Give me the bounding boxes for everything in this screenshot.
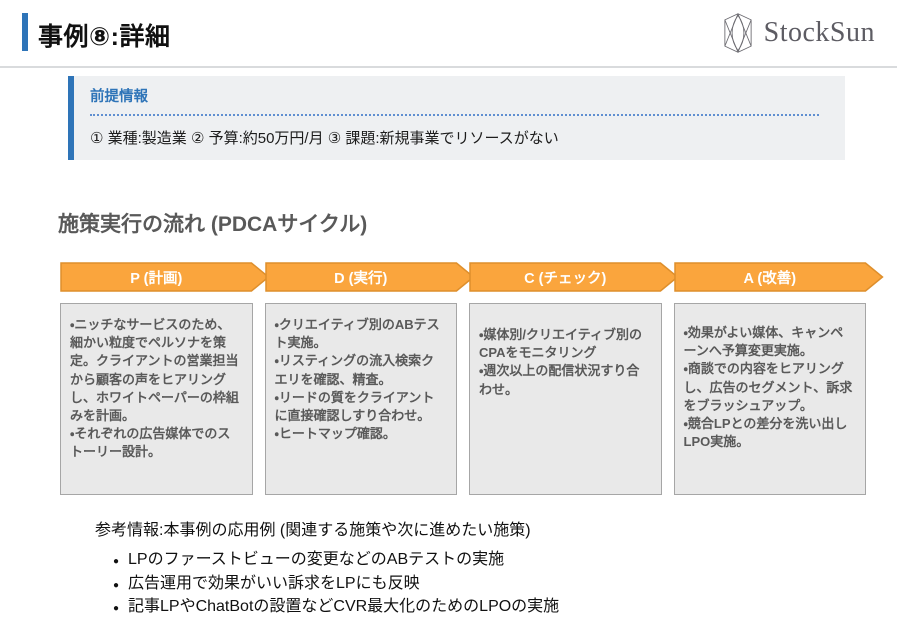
pdca-column-plan: P (計画) ・ニッチなサービスのため、細かい粒度でペルソナを策定。クライアント… [60, 262, 270, 495]
pdca-item: ・媒体別/クリエイティブ別のCPAをモニタリング [479, 327, 642, 361]
reference-item-text: LPのファーストビューの変更などのABテストの実施 [128, 551, 505, 568]
stocksun-gem-icon [722, 12, 754, 54]
arrow-shape-plan [60, 262, 270, 292]
arrow-shape-act [673, 262, 884, 292]
pdca-box-act: ・効果がよい媒体、キャンペーンへ予算変更実施。 ・商談での内容をヒアリングし、広… [673, 303, 866, 495]
premise-info-panel: 前提情報 ① 業種:製造業 ② 予算:約50万円/月 ③ 課題:新規事業でリソー… [68, 76, 845, 160]
premise-body: ① 業種:製造業 ② 予算:約50万円/月 ③ 課題:新規事業でリソースがない [90, 130, 559, 147]
pdca-item: ・リスティングの流入検索クエリを確認、精査。 [274, 353, 435, 387]
arrow-shape-check [469, 262, 679, 292]
pdca-stage-label-act: A (改善) [743, 270, 797, 287]
logo-wordmark: StockSun [763, 17, 875, 48]
pdca-box-plan: ・ニッチなサービスのため、細かい粒度でペルソナを策定。クライアントの営業担当から… [60, 303, 253, 495]
pdca-item: ・それぞれの広告媒体でのストーリー設計。 [70, 426, 231, 460]
pdca-column-act: A (改善) ・効果がよい媒体、キャンペーンへ予算変更実施。 ・商談での内容をヒ… [673, 262, 884, 495]
section-heading: 施策実行の流れ (PDCAサイクル) [58, 213, 368, 236]
pdca-item: ・リードの質をクライアントに直接確認しすり合わせ。 [274, 389, 435, 423]
pdca-column-check: C (チェック) ・媒体別/クリエイティブ別のCPAをモニタリング ・週次以上の… [469, 262, 679, 495]
stocksun-logo: StockSun [722, 12, 875, 54]
pdca-box-check: ・媒体別/クリエイティブ別のCPAをモニタリング ・週次以上の配信状況すり合わせ… [469, 303, 662, 495]
title-accent-bar [22, 13, 28, 51]
arrow-shape-do [264, 262, 475, 292]
premise-label: 前提情報 [90, 89, 148, 105]
pdca-item: ・クリエイティブ別のABテスト実施。 [274, 317, 440, 351]
page-title: 事例⑧:詳細 [38, 23, 171, 51]
reference-item-text: 広告運用で効果がいい訴求をLPにも反映 [128, 574, 420, 592]
bullet-icon: ● [113, 603, 120, 614]
pdca-item: ・商談での内容をヒアリングし、広告のセグメント、訴求をブラッシュアップ。 [683, 361, 853, 413]
pdca-item: ・ヒートマップ確認。 [274, 426, 396, 442]
reference-section: 参考情報:本事例の応用例 (関連する施策や次に進めたい施策) ● LPのファース… [95, 516, 815, 616]
pdca-item: ・ニッチなサービスのため、細かい粒度でペルソナを策定。クライアントの営業担当から… [70, 317, 239, 423]
bullet-icon: ● [113, 579, 120, 591]
list-item: ● 記事LPやChatBotの設置などCVR最大化のためのLPOの実施 [95, 592, 815, 616]
bullet-icon: ● [113, 556, 120, 567]
header-divider [0, 66, 897, 68]
pdca-stage-label-plan: P (計画) [130, 270, 183, 287]
dotted-divider [90, 114, 819, 116]
reference-list: ● LPのファーストビューの変更などのABテストの実施 ● 広告運用で効果がいい… [95, 545, 815, 616]
reference-item-text: 記事LPやChatBotの設置などCVR最大化のためのLPOの実施 [128, 598, 560, 615]
pdca-stage-label-do: D (実行) [334, 270, 388, 287]
pdca-column-do: D (実行) ・クリエイティブ別のABテスト実施。 ・リスティングの流入検索クエ… [264, 262, 475, 495]
pdca-flow: P (計画) ・ニッチなサービスのため、細かい粒度でペルソナを策定。クライアント… [60, 262, 884, 495]
list-item: ● LPのファーストビューの変更などのABテストの実施 [95, 545, 815, 569]
pdca-stage-label-check: C (チェック) [524, 270, 607, 287]
pdca-item: ・週次以上の配信状況すり合わせ。 [479, 363, 640, 397]
pdca-item: ・効果がよい媒体、キャンペーンへ予算変更実施。 [683, 325, 844, 359]
pdca-box-do: ・クリエイティブ別のABテスト実施。 ・リスティングの流入検索クエリを確認、精査… [264, 303, 457, 495]
slide-header: 事例⑧:詳細 StockSun [0, 0, 897, 62]
list-item: ● 広告運用で効果がいい訴求をLPにも反映 [95, 569, 815, 593]
pdca-item: ・競合LPとの差分を洗い出しLPO実施。 [683, 415, 848, 450]
reference-heading: 参考情報:本事例の応用例 (関連する施策や次に進めたい施策) [95, 522, 531, 539]
